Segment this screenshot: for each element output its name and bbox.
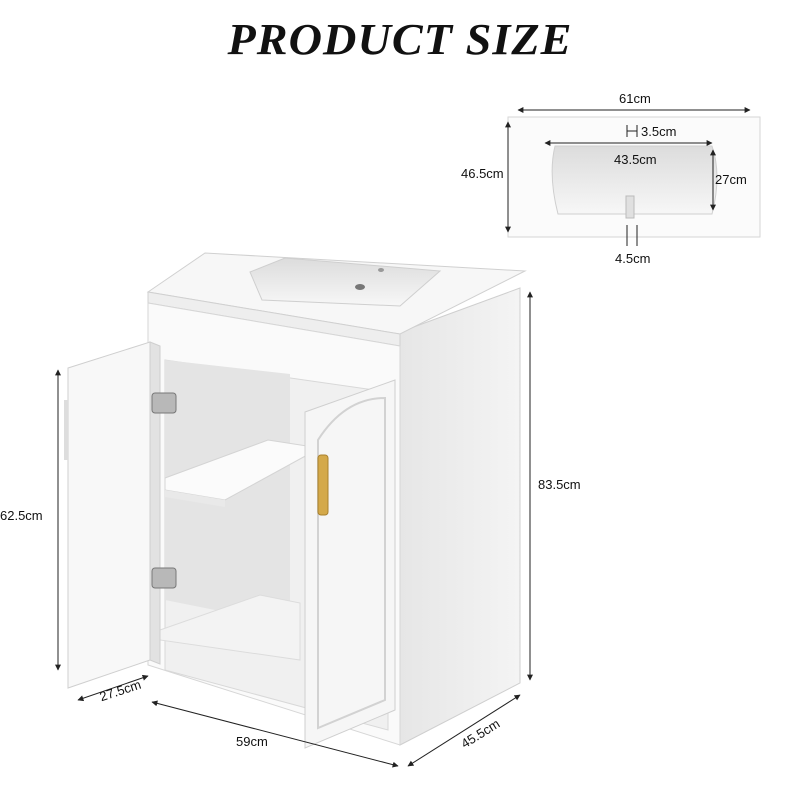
faucet-hole-label: 4.5cm [615, 251, 651, 266]
basin-width-label: 61cm [619, 91, 651, 106]
basin-inner-width-label: 43.5cm [614, 152, 657, 167]
vanity-cabinet [64, 252, 527, 749]
door-height-label: 62.5cm [0, 508, 43, 523]
drain-label: 3.5cm [641, 124, 677, 139]
basin-depth-label: 46.5cm [461, 166, 504, 181]
basin-top-view [505, 107, 761, 246]
cabinet-dimension-lines [55, 291, 533, 768]
cabinet-width-label: 59cm [236, 734, 268, 749]
basin-inner-depth-label: 27cm [715, 172, 747, 187]
cabinet-height-label: 83.5cm [538, 477, 581, 492]
page-title: PRODUCT SIZE [227, 15, 573, 64]
